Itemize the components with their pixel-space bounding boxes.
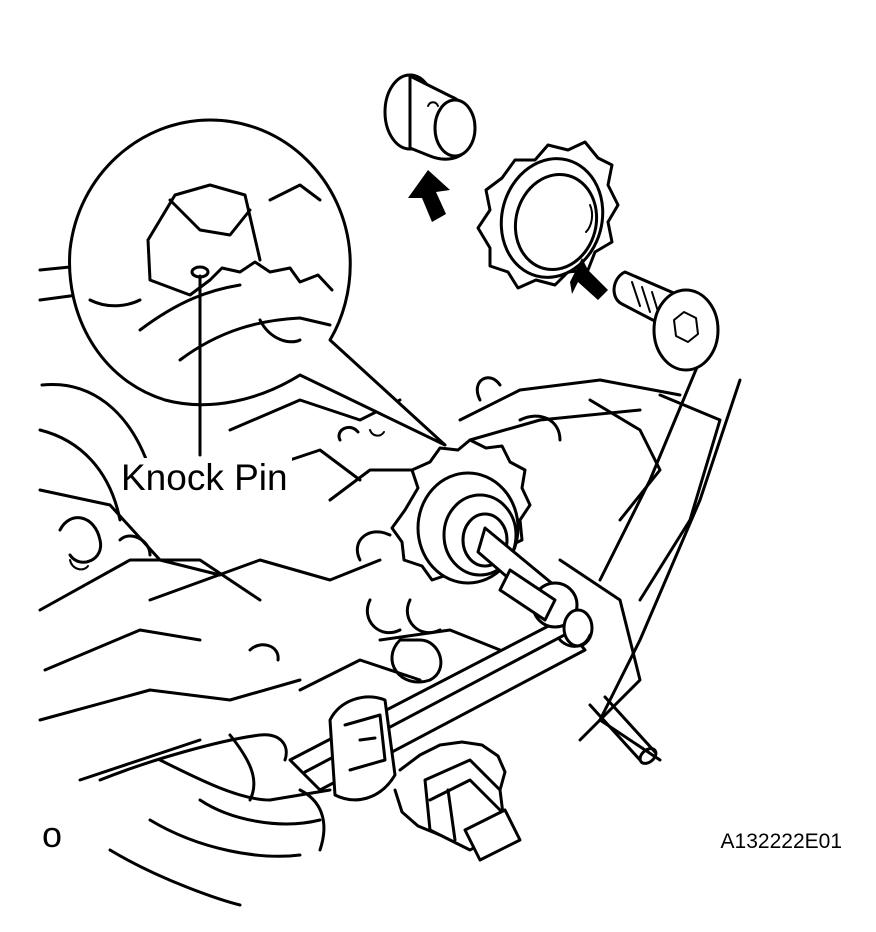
installed-sprocket [390, 438, 594, 648]
holding-wrench [288, 618, 587, 802]
view-label: o [42, 814, 63, 855]
lower-sprocket [393, 740, 522, 862]
magnified-callout [68, 118, 447, 457]
arrow-left-icon [570, 258, 608, 300]
arrow-up-icon [408, 170, 450, 222]
loose-sprocket [476, 140, 620, 290]
bushing-part [383, 73, 477, 161]
hand-outline [98, 733, 332, 907]
bolt-part [612, 270, 720, 372]
figure-id: A132222E01 [720, 830, 842, 853]
knock-pin-label: Knock Pin [117, 457, 292, 499]
direction-arrows [408, 170, 608, 300]
